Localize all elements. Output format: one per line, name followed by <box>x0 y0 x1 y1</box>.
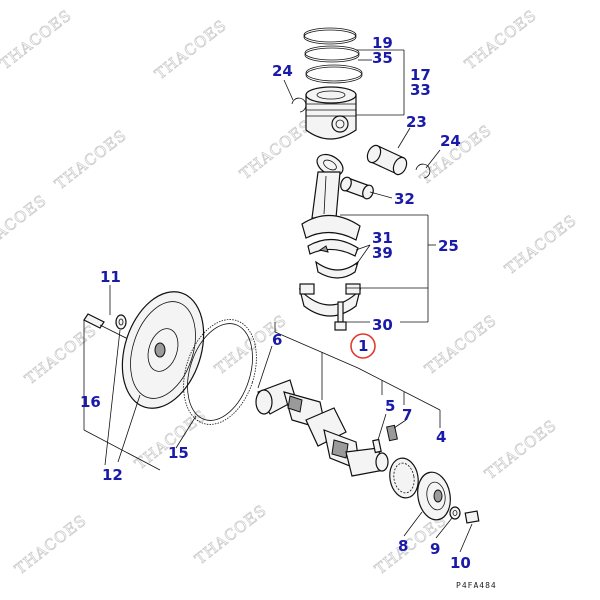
watermark: THACOES <box>421 311 500 378</box>
piston-rings[interactable] <box>303 27 363 84</box>
rod-bearing-upper[interactable] <box>307 238 359 257</box>
watermark: THACOES <box>0 6 75 73</box>
reference-code: P4FA484 <box>456 581 497 590</box>
watermark: THACOES <box>236 116 315 183</box>
callout-6[interactable]: 6 <box>272 331 282 349</box>
callout-31[interactable]: 31 <box>372 229 393 247</box>
callout-17[interactable]: 17 <box>410 66 431 84</box>
callout-23[interactable]: 23 <box>406 113 427 131</box>
flywheel-washer[interactable] <box>115 314 127 330</box>
rod-cap[interactable] <box>298 283 362 317</box>
connecting-rod[interactable] <box>301 150 361 241</box>
callout-33[interactable]: 33 <box>410 81 431 99</box>
watermark: THACOES <box>0 191 50 258</box>
pulley-washer[interactable] <box>449 506 461 520</box>
callout-19[interactable]: 19 <box>372 34 393 52</box>
pulley-bolt[interactable] <box>464 510 480 524</box>
callout-1[interactable]: 1 <box>358 337 368 355</box>
callout-5[interactable]: 5 <box>385 397 395 415</box>
callout-12[interactable]: 12 <box>102 466 123 484</box>
callout-24-left[interactable]: 24 <box>272 62 293 80</box>
callout-32[interactable]: 32 <box>394 190 415 208</box>
watermark: THACOES <box>461 6 540 73</box>
crank-pulley[interactable] <box>414 470 454 523</box>
watermark: THACOES <box>11 511 90 578</box>
crankshaft-gear[interactable] <box>387 456 422 500</box>
flywheel[interactable] <box>108 281 217 419</box>
callout-24-right[interactable]: 24 <box>440 132 461 150</box>
watermark: THACOES <box>191 501 270 568</box>
callout-25[interactable]: 25 <box>438 237 459 255</box>
callout-11[interactable]: 11 <box>100 268 121 286</box>
leader-lines <box>83 49 473 553</box>
callout-10[interactable]: 10 <box>450 554 471 572</box>
watermark: THACOES <box>481 416 560 483</box>
watermark-layer: THACOES THACOES THACOES THACOES THACOES … <box>0 6 581 579</box>
piston[interactable] <box>305 86 357 140</box>
ring-gear[interactable] <box>171 310 269 434</box>
callout-labels: 19 35 17 33 24 23 24 32 31 39 25 30 1 11… <box>80 34 471 572</box>
callout-39[interactable]: 39 <box>372 244 393 262</box>
watermark: THACOES <box>501 211 580 278</box>
crankshaft[interactable] <box>255 379 389 477</box>
snap-ring-left[interactable] <box>291 97 307 113</box>
highlight-circle <box>350 333 376 359</box>
watermark: THACOES <box>21 321 100 388</box>
watermark: THACOES <box>151 16 230 83</box>
callout-16[interactable]: 16 <box>80 393 101 411</box>
piston-pin[interactable] <box>365 143 409 176</box>
callout-4[interactable]: 4 <box>436 428 446 446</box>
callout-30[interactable]: 30 <box>372 316 393 334</box>
rod-bearing-lower[interactable] <box>315 260 360 279</box>
callout-15[interactable]: 15 <box>168 444 189 462</box>
watermark: THACOES <box>51 126 130 193</box>
crank-pin[interactable] <box>386 424 398 442</box>
callout-7[interactable]: 7 <box>402 406 412 424</box>
callout-35[interactable]: 35 <box>372 49 393 67</box>
callout-9[interactable]: 9 <box>430 540 440 558</box>
rod-bushing[interactable] <box>339 176 375 201</box>
callout-8[interactable]: 8 <box>398 537 408 555</box>
rod-bolt[interactable] <box>334 301 347 331</box>
crank-key[interactable] <box>372 438 382 454</box>
